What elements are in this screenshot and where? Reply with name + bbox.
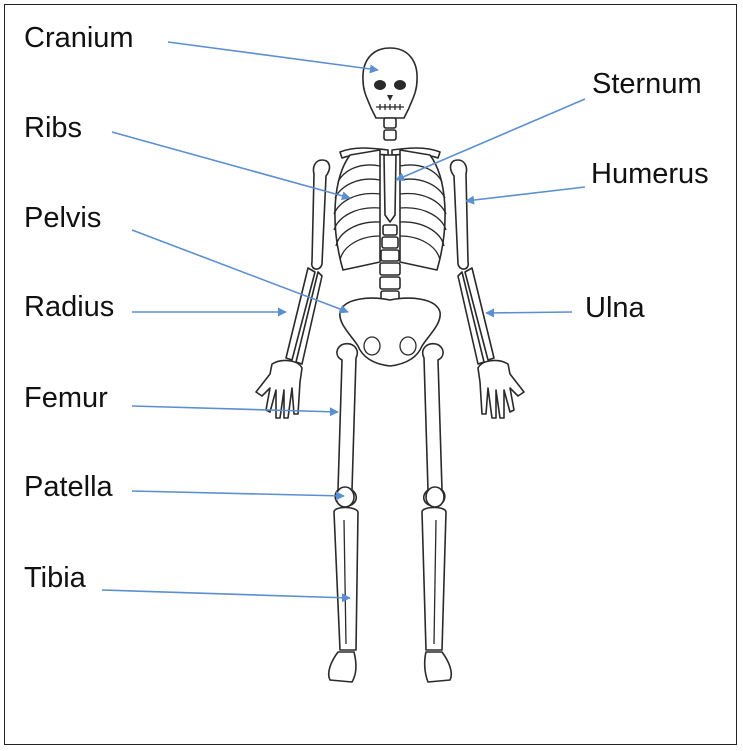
sternum-arrow [396,99,585,180]
label-pelvis: Pelvis [24,204,101,233]
label-radius: Radius [24,293,114,322]
label-tibia: Tibia [24,564,86,593]
right-leg [422,344,451,682]
label-femur: Femur [24,384,108,413]
label-ribs: Ribs [24,114,82,143]
humerus-arrow [466,187,585,201]
patella-arrow [132,491,344,496]
left-leg [329,344,358,682]
label-humerus: Humerus [591,160,709,189]
label-sternum: Sternum [592,70,702,99]
tibia-arrow [102,590,350,598]
sternum-bone [384,155,396,222]
label-ulna: Ulna [585,294,645,323]
label-cranium: Cranium [24,24,134,53]
cranium-arrow [168,42,378,70]
label-patella: Patella [24,473,113,502]
ulna-arrow [486,312,572,313]
femur-arrow [132,406,338,412]
left-arm [256,160,329,418]
skull [363,48,417,118]
